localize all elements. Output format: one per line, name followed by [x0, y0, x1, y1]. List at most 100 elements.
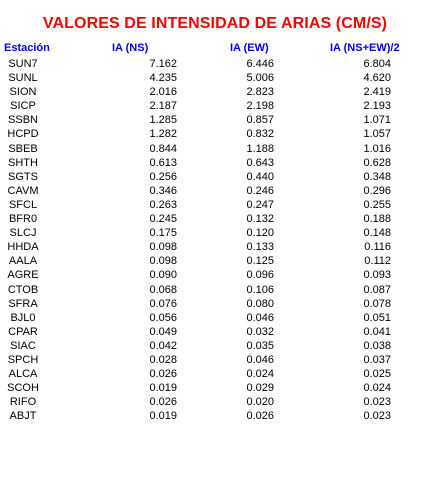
ia-ns-cell: 0.090 [149, 269, 177, 282]
ia-average-cell: 0.255 [363, 198, 391, 211]
station-name-cell: SHTH [8, 156, 38, 169]
table-row: ALCA 0.026 0.024 0.025 [0, 367, 430, 381]
ia-ns-cell: 0.056 [149, 311, 177, 324]
ia-ns-cell: 0.019 [149, 410, 177, 423]
ia-ew-cell: 2.198 [246, 100, 274, 113]
ia-ew-cell: 0.133 [246, 241, 274, 254]
table-row: SFCL 0.263 0.247 0.255 [0, 198, 430, 212]
ia-ns-cell: 0.076 [149, 297, 177, 310]
ia-average-cell: 0.038 [363, 339, 391, 352]
column-header-ia-ew: IA (EW) [230, 42, 269, 54]
ia-average-cell: 0.348 [363, 170, 391, 183]
ia-average-cell: 4.620 [363, 72, 391, 85]
ia-average-cell: 0.296 [363, 184, 391, 197]
table-row: CAVM 0.346 0.246 0.296 [0, 184, 430, 198]
ia-ns-cell: 7.162 [149, 58, 177, 70]
station-name-cell: CAVM [7, 184, 39, 197]
station-name-cell: SICP [10, 100, 36, 113]
ia-ns-cell: 0.028 [149, 353, 177, 366]
ia-ns-cell: 0.613 [149, 156, 177, 169]
ia-average-cell: 6.804 [363, 58, 391, 70]
ia-ns-cell: 0.346 [149, 184, 177, 197]
ia-ns-cell: 0.263 [149, 198, 177, 211]
station-name-cell: CTOB [7, 283, 39, 296]
ia-ew-cell: 5.006 [246, 72, 274, 85]
ia-ew-cell: 0.857 [246, 114, 274, 127]
station-name-cell: SIAC [10, 339, 36, 352]
station-name-cell: RIFO [9, 396, 37, 409]
station-name-cell: SSBN [8, 114, 38, 127]
ia-ew-cell: 0.643 [246, 156, 274, 169]
ia-ns-cell: 0.042 [149, 339, 177, 352]
ia-average-cell: 2.193 [363, 100, 391, 113]
ia-ew-cell: 0.247 [246, 198, 274, 211]
station-name-cell: SION [9, 86, 37, 99]
ia-ns-cell: 0.026 [149, 368, 177, 381]
ia-ns-cell: 0.245 [149, 213, 177, 226]
station-name-cell: SCOH [7, 382, 39, 395]
ia-ns-cell: 0.256 [149, 170, 177, 183]
ia-ew-cell: 0.020 [246, 396, 274, 409]
ia-average-cell: 0.093 [363, 269, 391, 282]
ia-average-cell: 0.023 [363, 410, 391, 423]
station-name-cell: BJL0 [10, 311, 36, 324]
table-row: SSBN 1.285 0.857 1.071 [0, 113, 430, 127]
ia-ew-cell: 0.035 [246, 339, 274, 352]
ia-ns-cell: 1.285 [149, 114, 177, 127]
station-name-cell: SUN7 [8, 58, 38, 70]
ia-ew-cell: 0.440 [246, 170, 274, 183]
ia-ns-cell: 4.235 [149, 72, 177, 85]
ia-average-cell: 0.041 [363, 325, 391, 338]
station-name-cell: SGTS [8, 170, 38, 183]
ia-ew-cell: 0.029 [246, 382, 274, 395]
ia-average-cell: 0.024 [363, 382, 391, 395]
ia-average-cell: 0.023 [363, 396, 391, 409]
ia-ew-cell: 6.446 [246, 58, 274, 70]
ia-ew-cell: 0.024 [246, 368, 274, 381]
ia-ew-cell: 0.132 [246, 213, 274, 226]
station-name-cell: HHDA [7, 241, 39, 254]
ia-ew-cell: 0.032 [246, 325, 274, 338]
ia-ns-cell: 2.187 [149, 100, 177, 113]
table-row: SUN7 7.162 6.446 6.804 [0, 57, 430, 71]
ia-ew-cell: 0.832 [246, 128, 274, 141]
page-title: VALORES DE INTENSIDAD DE ARIAS (CM/S) [42, 15, 388, 32]
station-name-cell: AALA [8, 255, 38, 268]
ia-average-cell: 2.419 [363, 86, 391, 99]
ia-average-cell: 0.112 [364, 255, 391, 268]
table-row: SCOH 0.019 0.029 0.024 [0, 381, 430, 395]
station-name-cell: ALCA [8, 368, 38, 381]
station-name-cell: SBEB [8, 142, 38, 155]
station-name-cell: SLCJ [9, 227, 37, 240]
table-row: BJL0 0.056 0.046 0.051 [0, 311, 430, 325]
ia-average-cell: 0.116 [364, 241, 391, 254]
ia-ns-cell: 0.098 [149, 255, 177, 268]
ia-ew-cell: 0.246 [246, 184, 274, 197]
ia-ew-cell: 0.046 [246, 311, 274, 324]
ia-average-cell: 1.016 [363, 142, 391, 155]
ia-average-cell: 1.071 [363, 114, 391, 127]
table-row: SGTS 0.256 0.440 0.348 [0, 170, 430, 184]
ia-average-cell: 0.078 [363, 297, 391, 310]
station-name-cell: SFCL [8, 198, 38, 211]
ia-average-cell: 1.057 [363, 128, 391, 141]
station-name-cell: SPCH [7, 353, 39, 366]
ia-average-cell: 0.025 [363, 368, 391, 381]
ia-average-cell: 0.051 [363, 311, 391, 324]
ia-ns-cell: 0.019 [149, 382, 177, 395]
